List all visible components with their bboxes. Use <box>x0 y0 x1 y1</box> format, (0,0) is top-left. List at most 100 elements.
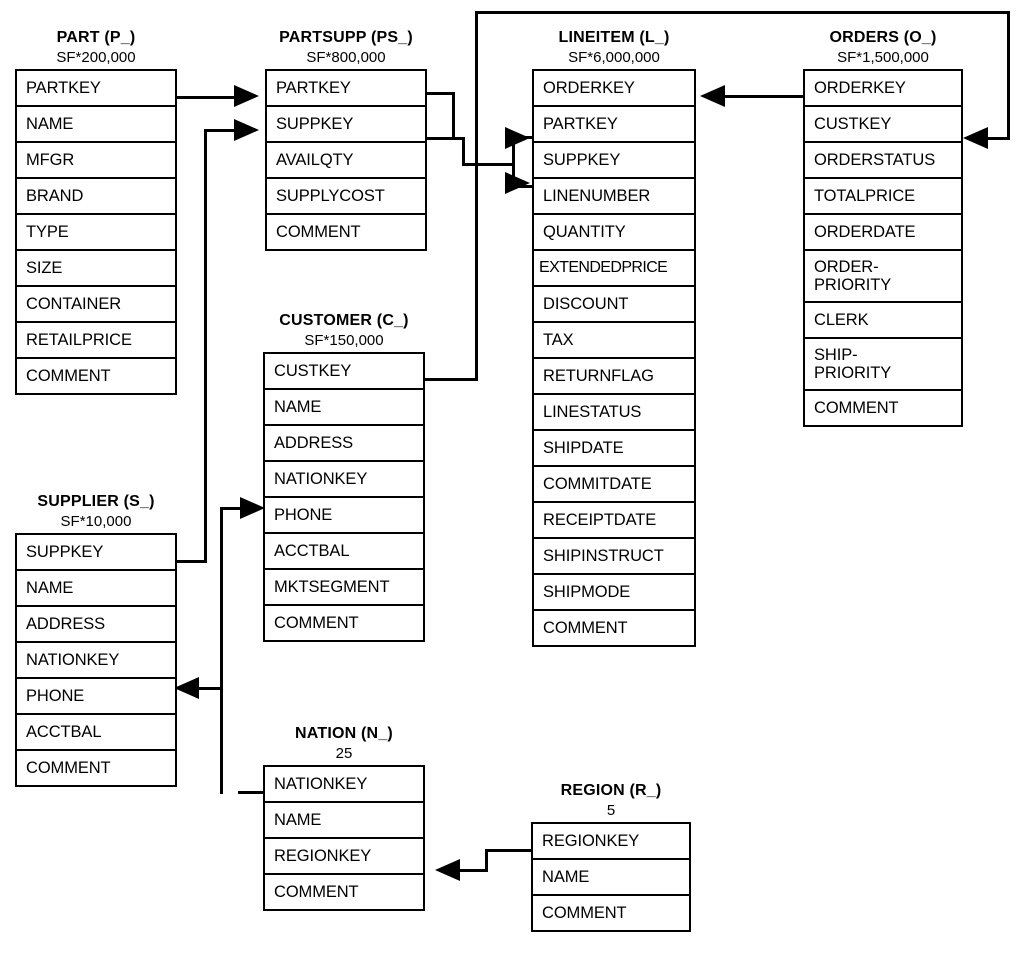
field-part-brand[interactable]: BRAND <box>17 179 175 215</box>
field-region-comment[interactable]: COMMENT <box>542 904 627 922</box>
field-lineitem-quantity[interactable]: QUANTITY <box>534 215 694 251</box>
field-part-mfgr[interactable]: MFGR <box>17 143 175 179</box>
field-partsupp-availqty[interactable]: AVAILQTY <box>267 143 425 179</box>
entity-nation-title: NATION (N_) <box>295 725 393 742</box>
field-lineitem-comment[interactable]: COMMENT <box>543 619 628 637</box>
field-lineitem-returnflag[interactable]: RETURNFLAG <box>534 359 694 395</box>
entity-supplier-cardinality: SF*10,000 <box>60 513 132 530</box>
connector-supplier-suppkey-to-partsupp-suppkey <box>204 129 235 132</box>
field-nation-nationkey[interactable]: NATIONKEY <box>265 767 423 803</box>
entity-region-cardinality: 5 <box>606 802 616 819</box>
entity-supplier-box: SUPPKEY NAME ADDRESS NATIONKEY PHONE ACC… <box>15 533 177 787</box>
entity-partsupp-title: PARTSUPP (PS_) <box>279 29 413 46</box>
field-customer-acctbal[interactable]: ACCTBAL <box>265 534 423 570</box>
connector-supplier-suppkey-h <box>177 560 207 563</box>
field-supplier-name[interactable]: NAME <box>17 571 175 607</box>
field-supplier-acctbal[interactable]: ACCTBAL <box>17 715 175 751</box>
field-lineitem-receiptdate[interactable]: RECEIPTDATE <box>534 503 694 539</box>
field-lineitem-commitdate[interactable]: COMMITDATE <box>534 467 694 503</box>
field-region-regionkey[interactable]: REGIONKEY <box>533 824 689 860</box>
entity-lineitem[interactable]: LINEITEM (L_) SF*6,000,000 ORDERKEY PART… <box>532 28 696 647</box>
entity-lineitem-box: ORDERKEY PARTKEY SUPPKEY LINENUMBER QUAN… <box>532 69 696 647</box>
field-orders-orderkey[interactable]: ORDERKEY <box>805 71 961 107</box>
entity-region-box: REGIONKEY NAME COMMENT <box>531 822 691 932</box>
entity-part[interactable]: PART (P_) SF*200,000 PARTKEY NAME MFGR B… <box>15 28 177 395</box>
field-partsupp-suppkey[interactable]: SUPPKEY <box>267 107 425 143</box>
entity-region-title: REGION (R_) <box>560 782 662 799</box>
connector-partsupp-partkey-stub <box>427 92 455 95</box>
entity-orders-box: ORDERKEY CUSTKEY ORDERSTATUS TOTALPRICE … <box>803 69 963 427</box>
connector-partsupp-suppkey-stub <box>427 137 455 140</box>
field-partsupp-partkey[interactable]: PARTKEY <box>267 71 425 107</box>
field-nation-regionkey[interactable]: REGIONKEY <box>265 839 423 875</box>
field-customer-nationkey[interactable]: NATIONKEY <box>265 462 423 498</box>
entity-supplier[interactable]: SUPPLIER (S_) SF*10,000 SUPPKEY NAME ADD… <box>15 492 177 787</box>
field-partsupp-supplycost[interactable]: SUPPLYCOST <box>267 179 425 215</box>
field-lineitem-shipmode[interactable]: SHIPMODE <box>534 575 694 611</box>
field-nation-name[interactable]: NAME <box>265 803 423 839</box>
connector-part-partkey-to-partsupp-partkey <box>177 96 235 99</box>
field-part-type[interactable]: TYPE <box>17 215 175 251</box>
connector-nation-nationkey-v <box>220 507 223 794</box>
connector-partsupp-merge-v <box>462 137 465 165</box>
field-nation-comment[interactable]: COMMENT <box>274 883 359 901</box>
connector-nation-regionkey-h <box>460 869 488 872</box>
field-lineitem-tax[interactable]: TAX <box>534 323 694 359</box>
entity-customer[interactable]: CUSTOMER (C_) SF*150,000 CUSTKEY NAME AD… <box>263 311 425 642</box>
connector-partsupp-bus-h <box>462 163 515 166</box>
field-part-size[interactable]: SIZE <box>17 251 175 287</box>
field-supplier-nationkey[interactable]: NATIONKEY <box>17 643 175 679</box>
entity-nation[interactable]: NATION (N_) 25 NATIONKEY NAME REGIONKEY … <box>263 724 425 911</box>
connector-lineitem-fork-v <box>512 136 515 188</box>
field-part-container[interactable]: CONTAINER <box>17 287 175 323</box>
entity-nation-cardinality: 25 <box>335 745 353 762</box>
field-part-partkey[interactable]: PARTKEY <box>17 71 175 107</box>
entity-partsupp-cardinality: SF*800,000 <box>306 49 386 66</box>
field-customer-name[interactable]: NAME <box>265 390 423 426</box>
field-customer-phone[interactable]: PHONE <box>265 498 423 534</box>
field-supplier-address[interactable]: ADDRESS <box>17 607 175 643</box>
field-supplier-suppkey[interactable]: SUPPKEY <box>17 535 175 571</box>
field-orders-orderstatus[interactable]: ORDERSTATUS <box>805 143 961 179</box>
field-orders-custkey[interactable]: CUSTKEY <box>805 107 961 143</box>
field-region-name[interactable]: NAME <box>533 860 689 896</box>
field-orders-clerk[interactable]: CLERK <box>805 303 961 339</box>
connector-orders-custkey-h <box>988 137 1010 140</box>
entity-orders[interactable]: ORDERS (O_) SF*1,500,000 ORDERKEY CUSTKE… <box>803 28 963 427</box>
field-customer-custkey[interactable]: CUSTKEY <box>265 354 423 390</box>
field-orders-shippriority[interactable]: SHIP- PRIORITY <box>805 339 961 391</box>
field-lineitem-discount[interactable]: DISCOUNT <box>534 287 694 323</box>
field-lineitem-suppkey[interactable]: SUPPKEY <box>534 143 694 179</box>
field-orders-totalprice[interactable]: TOTALPRICE <box>805 179 961 215</box>
arrowhead-lineitem-orderkey <box>700 85 725 107</box>
field-part-name[interactable]: NAME <box>17 107 175 143</box>
field-part-comment[interactable]: COMMENT <box>26 367 111 385</box>
arrowhead-partsupp-partkey <box>234 85 259 107</box>
field-orders-comment[interactable]: COMMENT <box>814 399 899 417</box>
field-customer-comment[interactable]: COMMENT <box>274 614 359 632</box>
field-customer-address[interactable]: ADDRESS <box>265 426 423 462</box>
field-customer-mktsegment[interactable]: MKTSEGMENT <box>265 570 423 606</box>
field-lineitem-extendedprice[interactable]: EXTENDEDPRICE <box>534 251 694 287</box>
field-lineitem-shipinstruct[interactable]: SHIPINSTRUCT <box>534 539 694 575</box>
field-lineitem-shipdate[interactable]: SHIPDATE <box>534 431 694 467</box>
field-orders-orderdate[interactable]: ORDERDATE <box>805 215 961 251</box>
entity-part-box: PARTKEY NAME MFGR BRAND TYPE SIZE CONTAI… <box>15 69 177 395</box>
field-lineitem-orderkey[interactable]: ORDERKEY <box>534 71 694 107</box>
entity-region[interactable]: REGION (R_) 5 REGIONKEY NAME COMMENT <box>531 781 691 932</box>
field-lineitem-linenumber[interactable]: LINENUMBER <box>534 179 694 215</box>
connector-orders-orderkey-to-lineitem-orderkey <box>725 95 805 98</box>
field-part-retailprice[interactable]: RETAILPRICE <box>17 323 175 359</box>
connector-customer-nationkey-h <box>220 507 245 510</box>
field-orders-orderpriority[interactable]: ORDER- PRIORITY <box>805 251 961 303</box>
entity-nation-box: NATIONKEY NAME REGIONKEY COMMENT <box>263 765 425 911</box>
field-supplier-comment[interactable]: COMMENT <box>26 759 111 777</box>
entity-orders-title: ORDERS (O_) <box>829 29 937 46</box>
field-lineitem-partkey[interactable]: PARTKEY <box>534 107 694 143</box>
entity-partsupp[interactable]: PARTSUPP (PS_) SF*800,000 PARTKEY SUPPKE… <box>265 28 427 251</box>
arrowhead-lineitem-partkey <box>505 127 530 149</box>
entity-supplier-title: SUPPLIER (S_) <box>37 493 155 510</box>
field-supplier-phone[interactable]: PHONE <box>17 679 175 715</box>
field-partsupp-comment[interactable]: COMMENT <box>276 223 361 241</box>
field-lineitem-linestatus[interactable]: LINESTATUS <box>534 395 694 431</box>
